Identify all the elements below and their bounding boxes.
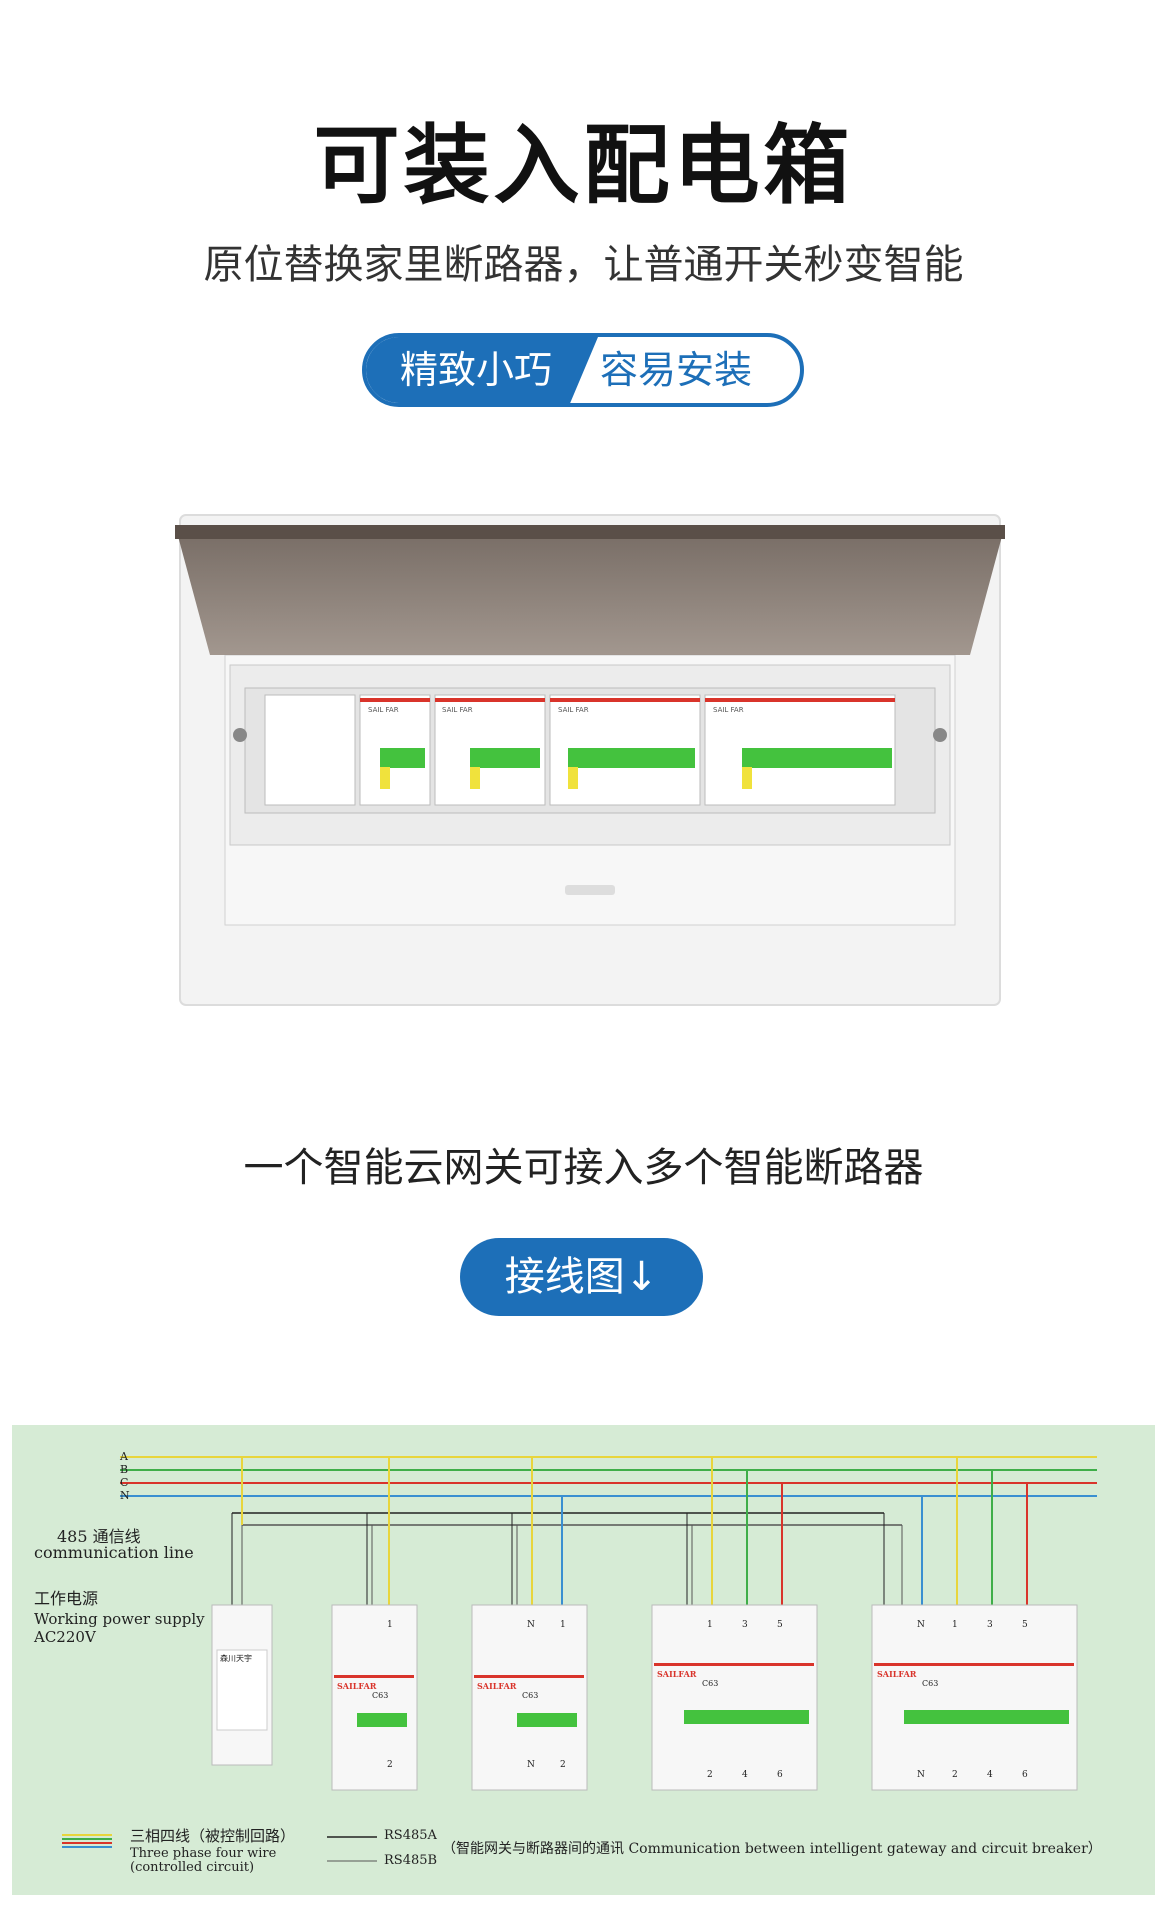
breaker-label-2: SAIL FAR <box>442 706 473 714</box>
b2-top-2: 1 <box>560 1620 566 1630</box>
legend-three-phase-en-1: Three phase four wire <box>130 1846 277 1861</box>
b3-top-2: 3 <box>742 1620 748 1630</box>
b4-bottom-2: 2 <box>952 1770 958 1780</box>
phase-labels: A B C N <box>120 1450 130 1502</box>
legend-three-phase-en-2: (controlled circuit) <box>130 1860 255 1875</box>
b4-bottom-4: 6 <box>1022 1770 1028 1780</box>
b2-bottom-2: 2 <box>560 1760 566 1770</box>
power-label-cn: 工作电源 <box>34 1589 99 1608</box>
phase-label-a: A <box>120 1450 128 1463</box>
breaker-rating-2: C63 <box>522 1691 539 1700</box>
b4-top-1: N <box>917 1620 925 1630</box>
page-subtitle: 原位替换家里断路器，让普通开关秒变智能 <box>203 242 964 288</box>
b3-top-3: 5 <box>777 1620 783 1630</box>
breaker-label-1: SAIL FAR <box>368 706 399 714</box>
b3-top-1: 1 <box>707 1620 713 1630</box>
gateway-caption: 一个智能云网关可接入多个智能断路器 <box>243 1145 924 1191</box>
power-label-en-1: Working power supply <box>34 1610 205 1628</box>
breaker-label-4: SAIL FAR <box>713 706 744 714</box>
legend-rs485a: RS485A <box>384 1828 437 1843</box>
breaker-rating-3: C63 <box>702 1679 719 1688</box>
comm-label-en: communication line <box>34 1543 194 1562</box>
b2-bottom-1: N <box>527 1760 535 1770</box>
phase-label-n: N <box>120 1489 130 1502</box>
b4-bottom-1: N <box>917 1770 925 1780</box>
b3-bottom-3: 6 <box>777 1770 783 1780</box>
comm-label-cn: 485 通信线 <box>57 1527 141 1546</box>
breaker-brand-4: SAILFAR <box>877 1669 917 1679</box>
b4-top-3: 3 <box>987 1620 993 1630</box>
feature-pill-right: 容易安装 <box>600 348 753 392</box>
b2-top-1: N <box>527 1620 535 1630</box>
wiring-diagram: A B C N 485 通信线 communication line 工作电源 … <box>12 1425 1155 1895</box>
breaker-rating-1: C63 <box>372 1691 389 1700</box>
breaker-rating-4: C63 <box>922 1679 939 1688</box>
b3-bottom-1: 2 <box>707 1770 713 1780</box>
b1-bottom-1: 2 <box>387 1760 393 1770</box>
b4-bottom-3: 4 <box>987 1770 993 1780</box>
page-title: 可装入配电箱 <box>313 116 854 216</box>
b4-top-2: 1 <box>952 1620 958 1630</box>
breaker-brand-1: SAILFAR <box>337 1681 377 1691</box>
breaker-label-3: SAIL FAR <box>558 706 589 714</box>
b1-top-1: 1 <box>387 1620 393 1630</box>
legend-comm: （智能网关与断路器间的通讯 Communication between inte… <box>442 1841 1102 1857</box>
phase-label-b: B <box>120 1463 129 1476</box>
feature-pill: 精致小巧 容易安装 <box>362 333 804 407</box>
legend-three-phase-cn: 三相四线（被控制回路） <box>130 1827 296 1845</box>
feature-pill-left: 精致小巧 <box>366 337 598 403</box>
phase-label-c: C <box>120 1476 129 1489</box>
wiring-diagram-button[interactable]: 接线图↓ <box>460 1238 703 1316</box>
power-label-en-2: AC220V <box>34 1628 96 1646</box>
b3-bottom-2: 4 <box>742 1770 748 1780</box>
breaker-brand-3: SAILFAR <box>657 1669 697 1679</box>
distribution-box-image: SAIL FAR SAIL FAR SAIL FAR SAIL FAR <box>175 514 1005 1006</box>
breaker-brand-2: SAILFAR <box>477 1681 517 1691</box>
gateway-brand: 森川天宇 <box>220 1654 252 1663</box>
legend-rs485b: RS485B <box>384 1853 438 1868</box>
breaker-modules <box>264 694 896 806</box>
b4-top-4: 5 <box>1022 1620 1028 1630</box>
